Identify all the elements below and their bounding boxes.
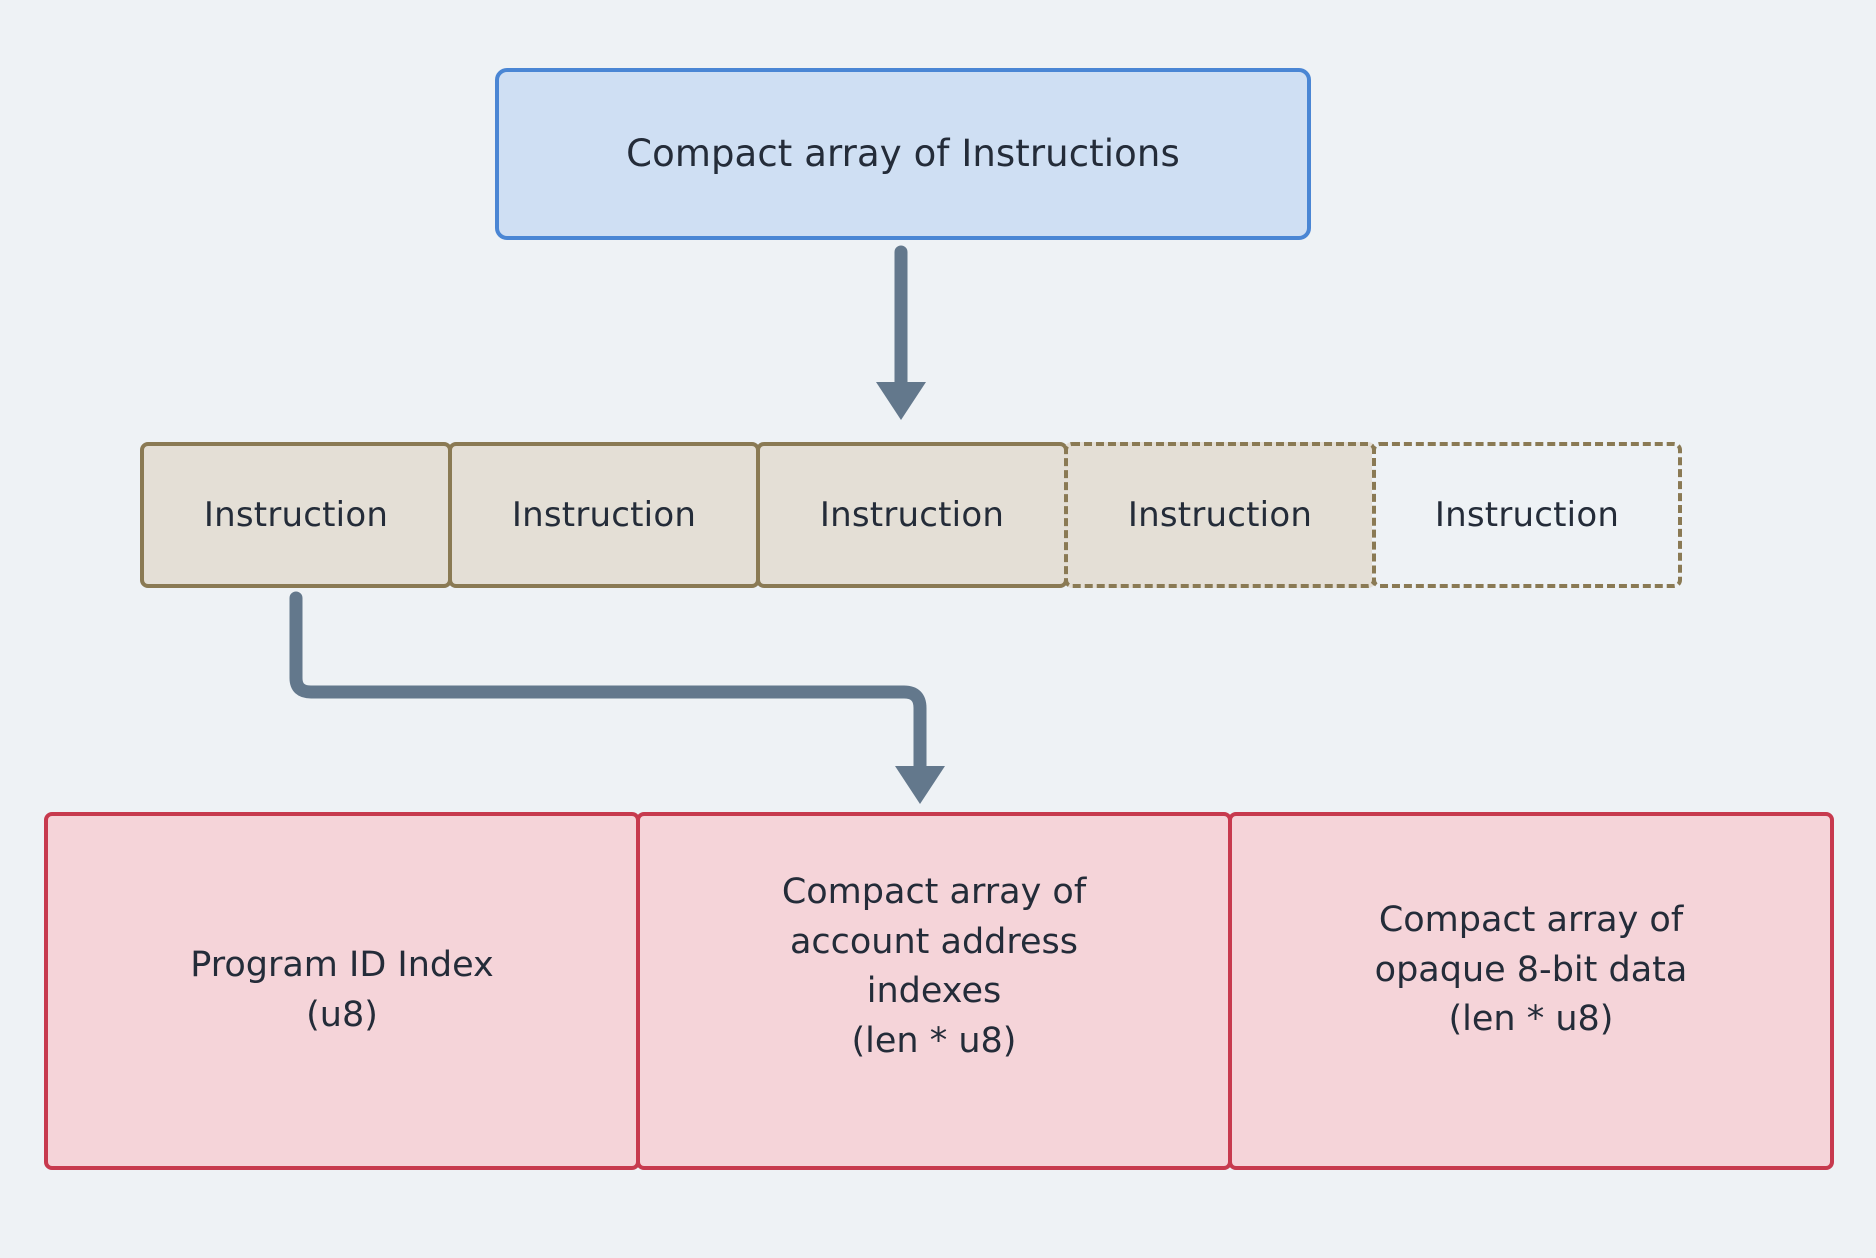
- instruction-box-3[interactable]: Instruction: [756, 442, 1068, 588]
- arrow-instruction-to-fields: [289, 591, 945, 804]
- field-opaque-data[interactable]: Compact array of opaque 8-bit data (len …: [1228, 812, 1834, 1170]
- instruction-box-5[interactable]: Instruction: [1372, 442, 1682, 588]
- instruction-row: Instruction Instruction Instruction Inst…: [140, 442, 1682, 588]
- instruction-box-2[interactable]: Instruction: [448, 442, 760, 588]
- field-program-id-index[interactable]: Program ID Index (u8): [44, 812, 640, 1170]
- arrow-array-to-instructions: [876, 245, 926, 420]
- instruction-box-4[interactable]: Instruction: [1064, 442, 1376, 588]
- field-account-address-indexes[interactable]: Compact array of account address indexes…: [636, 812, 1232, 1170]
- compact-array-of-instructions-node[interactable]: Compact array of Instructions: [495, 68, 1311, 240]
- instruction-fields-row: Program ID Index (u8) Compact array of a…: [44, 812, 1834, 1170]
- instruction-box-1[interactable]: Instruction: [140, 442, 452, 588]
